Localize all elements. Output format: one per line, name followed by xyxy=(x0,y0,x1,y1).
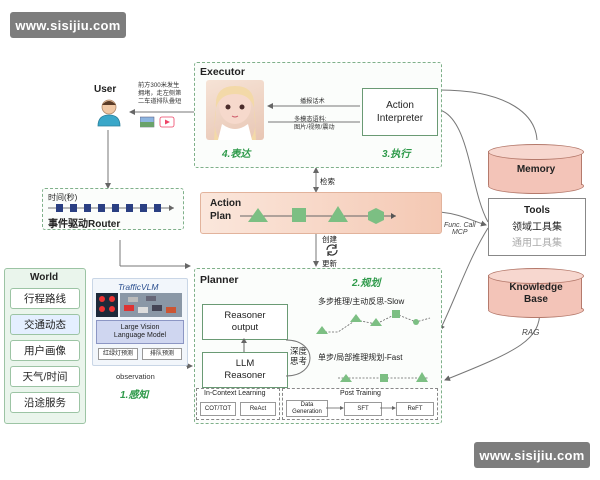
deep-think-loop xyxy=(285,339,311,377)
avatar-figure-icon xyxy=(214,86,256,140)
action-plan-shapes xyxy=(240,206,396,224)
world-item-services: 沿途服务 xyxy=(10,392,80,413)
icl-title: In-Context Learning xyxy=(204,390,266,397)
vlm-model-box: Large Vision Language Model xyxy=(96,320,184,344)
step-plan-label: 2.规划 xyxy=(352,278,381,289)
chip-queue: 排队预测 xyxy=(142,348,182,360)
action-plan-bar xyxy=(200,192,442,234)
multimodal-label: 多模态语料: 图片/视频/震动 xyxy=(294,116,335,131)
world-item-user-profile: 用户画像 xyxy=(10,340,80,361)
func-call-label: Func. Call MCP xyxy=(444,222,476,236)
chip-react: ReAct xyxy=(240,402,276,416)
action-interpreter-label: Action Interpreter xyxy=(376,100,424,124)
reasoner-output-label: Reasoner output xyxy=(224,310,266,333)
deep-think-label: 深度 思考 xyxy=(290,346,308,367)
memory-cylinder: Memory xyxy=(488,144,584,194)
tools-title: Tools xyxy=(524,205,550,216)
knowledge-label: Knowledge Base xyxy=(509,282,563,305)
tools-domain-label: 领域工具集 xyxy=(512,222,562,233)
slow-path-diagram xyxy=(316,310,431,334)
tools-general-label: 通用工具集 xyxy=(512,238,562,249)
step-perceive-label: 1.感知 xyxy=(120,390,149,401)
update-label: 更新 xyxy=(322,259,337,268)
vlm-model-label: Large Vision Language Model xyxy=(113,323,167,339)
chip-cot: COT/TOT xyxy=(200,402,236,416)
router-timeline xyxy=(48,204,174,212)
broadcast-label: 播报话术 xyxy=(300,98,325,105)
create-label: 创建 xyxy=(322,235,337,244)
watermark-bottom: www.sisijiu.com xyxy=(474,442,590,468)
action-plan-label: Action Plan xyxy=(210,198,242,222)
observation-label: observation xyxy=(116,372,155,381)
step-execute-label: 3.执行 xyxy=(382,149,411,160)
router-time-label: 时间(秒) xyxy=(48,193,78,202)
chip-reft: ReFT xyxy=(396,402,434,416)
pt-title: Post Training xyxy=(340,390,381,397)
user-avatar-icon xyxy=(97,99,121,127)
chip-sft: SFT xyxy=(344,402,382,416)
fast-path-diagram xyxy=(338,372,428,382)
media-icons xyxy=(140,116,175,128)
traffic-image xyxy=(96,293,182,317)
slow-reasoning-label: 多步推理/主动反思-Slow xyxy=(318,297,405,306)
chip-traffic-light: 红绿灯预测 xyxy=(98,348,138,360)
reasoner-output-box: Reasoner output xyxy=(202,304,288,340)
user-label: User xyxy=(94,84,117,95)
router-title: 事件驱动Router xyxy=(48,219,121,230)
tools-box: Tools 领域工具集 通用工具集 xyxy=(488,198,586,256)
executor-arrows xyxy=(267,103,360,123)
world-title: World xyxy=(30,272,59,283)
reasoner-arrow xyxy=(241,338,247,352)
executor-title: Executor xyxy=(200,66,245,78)
user-block: User xyxy=(90,84,130,134)
planner-title: Planner xyxy=(200,274,239,286)
vlm-title: TrafficVLM xyxy=(118,282,159,292)
chip-data-generation: Data Generation xyxy=(286,400,328,417)
step-express-label: 4.表达 xyxy=(222,149,251,160)
pt-arrows xyxy=(326,406,396,410)
fast-reasoning-label: 单步/局部推理规划-Fast xyxy=(318,353,403,362)
cycle-icon xyxy=(326,244,338,256)
world-item-weather: 天气/时间 xyxy=(10,366,80,387)
watermark-top: www.sisijiu.com xyxy=(10,12,126,38)
retrieve-label: 检索 xyxy=(320,177,335,186)
rag-label: RAG xyxy=(522,328,540,337)
action-interpreter-box: Action Interpreter xyxy=(362,88,438,136)
user-message: 前方300米发生 拥堵，走左侧第 二车道排队叠短 xyxy=(138,82,182,105)
world-item-traffic: 交通动态 xyxy=(10,314,80,335)
llm-reasoner-box: LLM Reasoner xyxy=(202,352,288,388)
world-item-route: 行程路线 xyxy=(10,288,80,309)
avatar-image xyxy=(206,80,264,140)
memory-label: Memory xyxy=(516,164,556,175)
llm-reasoner-label: LLM Reasoner xyxy=(224,358,266,381)
knowledge-cylinder: Knowledge Base xyxy=(488,268,584,318)
